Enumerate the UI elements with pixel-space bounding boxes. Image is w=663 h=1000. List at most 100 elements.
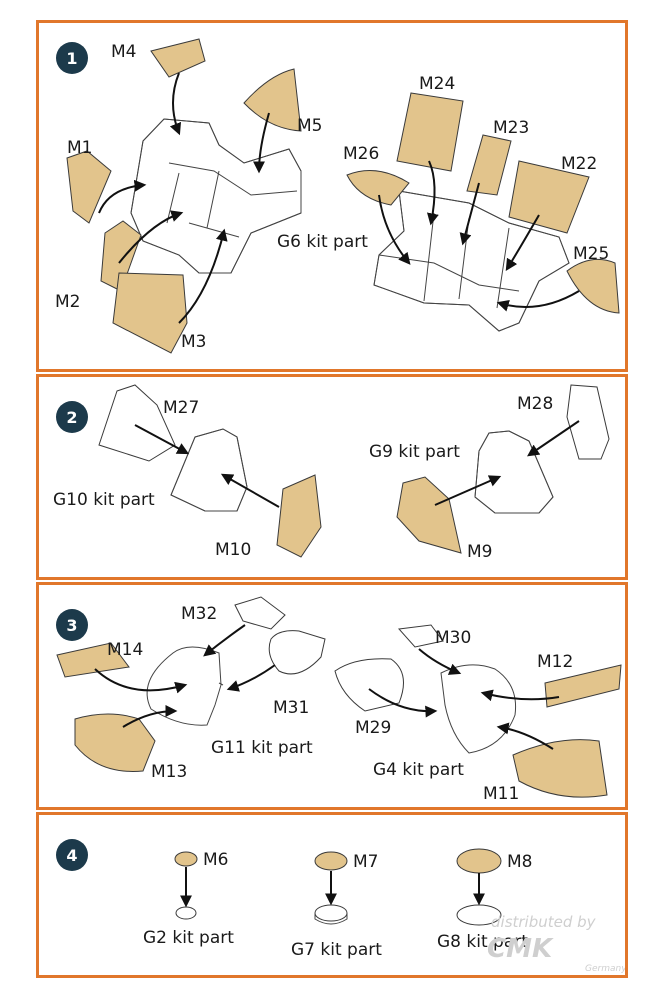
- mask-m1: [66, 150, 112, 224]
- label-kit-g10: G10 kit part: [53, 490, 155, 510]
- mask-m6: [174, 851, 198, 867]
- mask-m5: [243, 68, 302, 132]
- arrow: [203, 624, 246, 657]
- arrow: [418, 648, 462, 675]
- label-m6: M6: [203, 850, 228, 870]
- label-m32: M32: [181, 604, 217, 624]
- canopy-frame-right: [373, 190, 570, 332]
- arrow: [169, 72, 182, 136]
- label-m29: M29: [355, 718, 391, 738]
- watermark-line2: CMK: [487, 934, 554, 964]
- clear-part-m30: [397, 624, 444, 648]
- arrow: [480, 689, 560, 702]
- watermark-line3: Germany: [585, 964, 625, 974]
- label-m1: M1: [67, 138, 92, 158]
- arrow: [118, 210, 184, 264]
- label-m5: M5: [297, 116, 322, 136]
- arrow: [98, 179, 147, 214]
- label-m11: M11: [483, 784, 519, 804]
- label-kit-g8: G8 kit part: [437, 932, 528, 952]
- arrow: [496, 290, 580, 312]
- step-badge: [56, 401, 88, 433]
- arrow: [178, 228, 228, 324]
- label-m30: M30: [435, 628, 471, 648]
- label-m12: M12: [537, 652, 573, 672]
- label-kit-g4: G4 kit part: [373, 760, 464, 780]
- step-number: 2: [66, 408, 77, 427]
- label-kit-g2: G2 kit part: [143, 928, 234, 948]
- frame-g4: [440, 664, 517, 754]
- arrow: [378, 194, 411, 265]
- label-m13: M13: [151, 762, 187, 782]
- label-kit-g6: G6 kit part: [277, 232, 368, 252]
- label-m3: M3: [181, 332, 206, 352]
- label-kit-g7: G7 kit part: [291, 940, 382, 960]
- step-2-diagram: 2 M27 M28 G10 kit part G9 kit part M10 M…: [53, 384, 610, 562]
- step-2-panel: 2 M27 M28 G10 kit part G9 kit part M10 M…: [36, 374, 628, 580]
- step-4-panel: 4 M6 M7 M8 G2 kit part G7 kit part G8 ki…: [36, 812, 628, 978]
- arrow: [134, 424, 190, 455]
- label-m10: M10: [215, 540, 251, 560]
- label-m27: M27: [163, 398, 199, 418]
- label-m4: M4: [111, 42, 136, 62]
- mask-m23: [466, 134, 512, 196]
- mask-m24: [396, 92, 464, 172]
- mask-m4: [150, 38, 206, 78]
- mask-m13: [74, 713, 156, 772]
- step-badge: [56, 839, 88, 871]
- clear-part-m31: [268, 630, 326, 675]
- step-3-diagram: 3 M32 M30 M14 M12 M31 M29 G11 kit part G…: [56, 596, 622, 804]
- clear-part-m28: [566, 384, 610, 460]
- step-number: 1: [66, 49, 77, 68]
- frame-g10: [170, 428, 248, 512]
- arrow: [226, 664, 276, 692]
- label-m25: M25: [573, 244, 609, 264]
- mask-m3: [112, 272, 188, 354]
- step-number: 3: [66, 616, 77, 635]
- label-m9: M9: [467, 542, 492, 562]
- clear-part-m27: [98, 384, 176, 462]
- arrow: [122, 705, 178, 728]
- kit-part-g2: [175, 906, 197, 920]
- label-m24: M24: [419, 74, 455, 94]
- mask-m7: [314, 851, 348, 871]
- step-1-panel: 1 M4: [36, 20, 628, 372]
- arrow: [459, 182, 480, 246]
- mask-m25: [566, 258, 620, 314]
- mask-m22: [508, 160, 590, 234]
- label-m28: M28: [517, 394, 553, 414]
- arrow: [496, 722, 554, 750]
- arrow: [434, 475, 502, 506]
- label-m23: M23: [493, 118, 529, 138]
- step-badge: [56, 42, 88, 74]
- label-m31: M31: [273, 698, 309, 718]
- mask-m26: [346, 170, 410, 206]
- arrow: [527, 420, 580, 457]
- clear-part-m29: [334, 658, 404, 712]
- arrow: [368, 688, 438, 718]
- label-m7: M7: [353, 852, 378, 872]
- step-4-diagram: 4 M6 M7 M8 G2 kit part G7 kit part G8 ki…: [56, 839, 625, 974]
- clear-part-m32: [234, 596, 286, 630]
- distributor-watermark: distributed by CMK Germany: [487, 913, 625, 974]
- mask-m14: [56, 642, 130, 678]
- arrow: [253, 112, 270, 174]
- step-3-panel: 3 M32 M30 M14 M12 M31 M29 G11 kit part G…: [36, 582, 628, 810]
- label-m22: M22: [561, 154, 597, 174]
- arrow: [505, 214, 540, 272]
- label-kit-g11: G11 kit part: [211, 738, 313, 758]
- step-badge: [56, 609, 88, 641]
- mask-m9: [396, 476, 462, 554]
- kit-part-g7: [314, 904, 348, 925]
- step-number: 4: [66, 846, 77, 865]
- label-m8: M8: [507, 852, 532, 872]
- mask-m10: [276, 474, 322, 558]
- arrow: [220, 473, 280, 508]
- arrow: [94, 668, 188, 694]
- canopy-frame-left: [130, 118, 302, 274]
- arrow: [426, 160, 439, 226]
- label-kit-g9: G9 kit part: [369, 442, 460, 462]
- mask-m8: [456, 848, 502, 874]
- watermark-line1: distributed by: [491, 913, 597, 931]
- label-m14: M14: [107, 640, 143, 660]
